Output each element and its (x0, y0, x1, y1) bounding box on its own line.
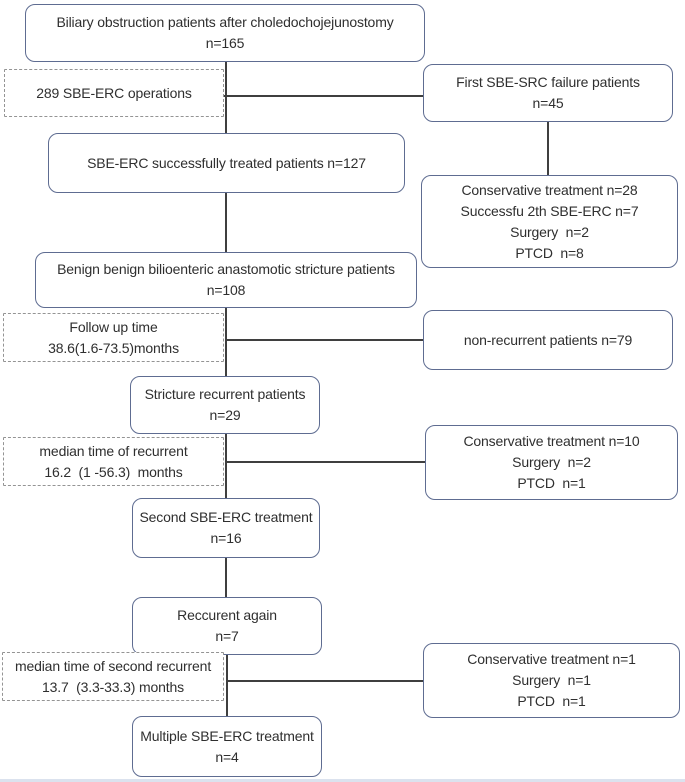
connector-line (224, 95, 423, 97)
connector-line (225, 558, 227, 597)
node-text: Follow up time (69, 318, 158, 335)
node-text: n=4 (215, 748, 239, 765)
node-text: n=7 (215, 628, 239, 644)
node-text: PTCD n=1 (517, 693, 586, 709)
node-sbe-erc-success: SBE-ERC successfully treated patients n=… (48, 133, 405, 193)
node-text: n=165 (205, 35, 245, 51)
node-recurrent-again: Reccurent again n=7 (132, 597, 322, 655)
node-recurrent-outcomes: Conservative treatment n=10 Surgery n=2 … (425, 425, 678, 500)
node-text: Successfu 2th SBE-ERC n=7 (460, 202, 639, 219)
node-text: n=16 (210, 530, 242, 546)
node-non-recurrent: non-recurrent patients n=79 (423, 310, 673, 370)
node-second-recurrent-outcomes: Conservative treatment n=1 Surgery n=1 P… (423, 643, 680, 718)
node-first-sbe-src-failure: First SBE-SRC failure patients n=45 (423, 64, 673, 122)
node-text: SBE-ERC successfully treated patients n=… (87, 154, 366, 171)
node-median-time-second-recurrent: median time of second recurrent 13.7 (3.… (2, 652, 224, 701)
connector-line (225, 308, 227, 376)
node-text: Surgery n=1 (512, 672, 591, 688)
node-text: Surgery n=2 (512, 454, 591, 470)
node-text: median time of recurrent (39, 442, 188, 459)
node-text: Multiple SBE-ERC treatment (140, 727, 314, 744)
node-text: PTCD n=1 (517, 475, 586, 491)
node-text: 289 SBE-ERC operations (36, 84, 192, 101)
node-biliary-obstruction: Biliary obstruction patients after chole… (25, 4, 425, 62)
node-text: Conservative treatment n=28 (461, 181, 638, 198)
connector-line (226, 339, 423, 341)
connector-line (226, 655, 228, 716)
node-text: n=108 (206, 282, 246, 298)
node-text: Second SBE-ERC treatment (139, 509, 313, 525)
node-benign-stricture: Benign benign bilioenteric anastomotic s… (35, 252, 417, 308)
node-stricture-recurrent: Stricture recurrent patients n=29 (130, 376, 320, 434)
node-sbe-erc-operations: 289 SBE-ERC operations (4, 69, 224, 117)
connector-line (226, 680, 423, 682)
connector-line (226, 461, 425, 463)
connector-line (225, 62, 227, 133)
connector-line (547, 122, 549, 175)
node-second-sbe-erc: Second SBE-ERC treatment n=16 (132, 498, 320, 558)
node-text: First SBE-SRC failure patients (456, 74, 640, 90)
node-multiple-sbe-erc: Multiple SBE-ERC treatment n=4 (132, 716, 322, 777)
figure-bottom-edge (0, 779, 685, 782)
node-text: 16.2 (1 -56.3) months (44, 463, 183, 480)
node-text: Biliary obstruction patients after chole… (56, 14, 394, 30)
node-text: Benign benign bilioenteric anastomotic s… (57, 261, 395, 277)
node-text: n=45 (532, 95, 564, 111)
node-failure-outcomes: Conservative treatment n=28 Successfu 2t… (421, 175, 678, 268)
node-follow-up-time: Follow up time 38.6(1.6-73.5)months (3, 313, 224, 362)
node-text: Stricture recurrent patients (144, 386, 306, 402)
connector-line (225, 193, 227, 252)
node-text: Conservative treatment n=1 (467, 651, 636, 667)
connector-line (225, 434, 227, 498)
node-text: n=29 (209, 407, 241, 423)
node-text: 38.6(1.6-73.5)months (48, 339, 179, 356)
node-text: Reccurent again (177, 607, 277, 623)
node-median-time-recurrent: median time of recurrent 16.2 (1 -56.3) … (3, 437, 224, 486)
node-text: median time of second recurrent (14, 657, 212, 674)
node-text: Conservative treatment n=10 (463, 433, 640, 449)
node-text: Surgery n=2 (510, 223, 589, 240)
node-text: 13.7 (3.3-33.3) months (41, 678, 185, 695)
node-text: non-recurrent patients n=79 (463, 331, 633, 348)
node-text: PTCD n=8 (515, 244, 584, 261)
